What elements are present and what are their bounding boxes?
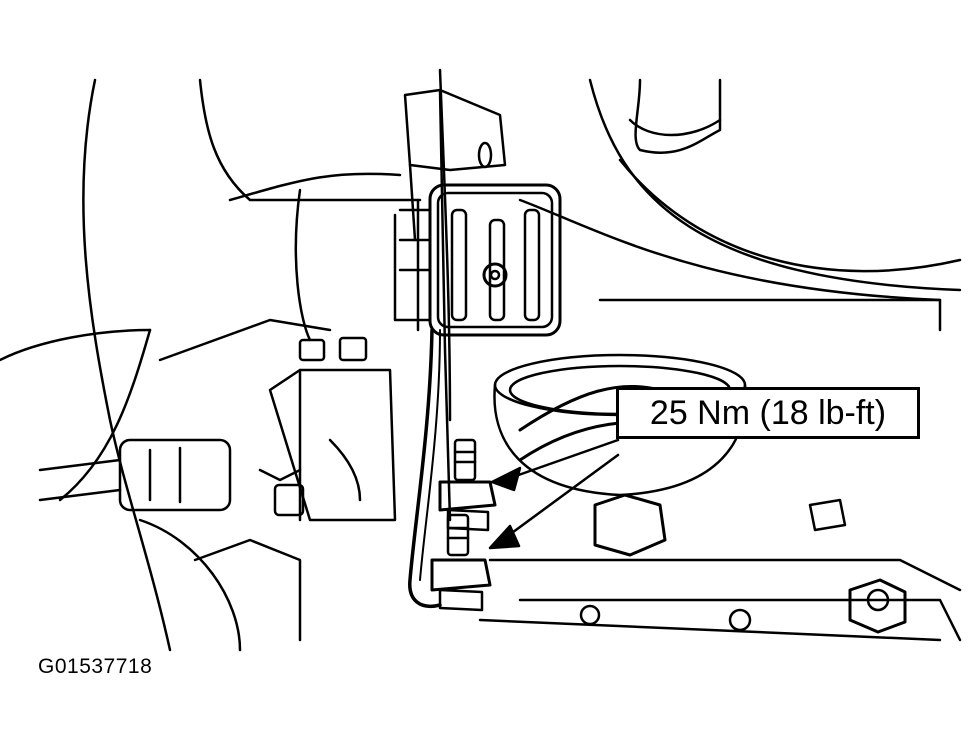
sensor-bracket (403, 88, 507, 522)
sensor-lower (430, 513, 492, 612)
torque-leaders (488, 438, 620, 550)
upper-hose (618, 78, 962, 273)
engine-outline (0, 68, 962, 652)
arrow-head-lower (488, 524, 521, 550)
figure-id: G01537718 (38, 655, 153, 678)
arrow-head-upper (490, 466, 522, 492)
hex-nuts (579, 493, 907, 634)
connector-block (393, 183, 562, 337)
solenoid-assembly (38, 336, 397, 522)
torque-callout: 25 Nm (18 lb-ft) (616, 387, 920, 439)
wiring-harness (408, 328, 442, 608)
